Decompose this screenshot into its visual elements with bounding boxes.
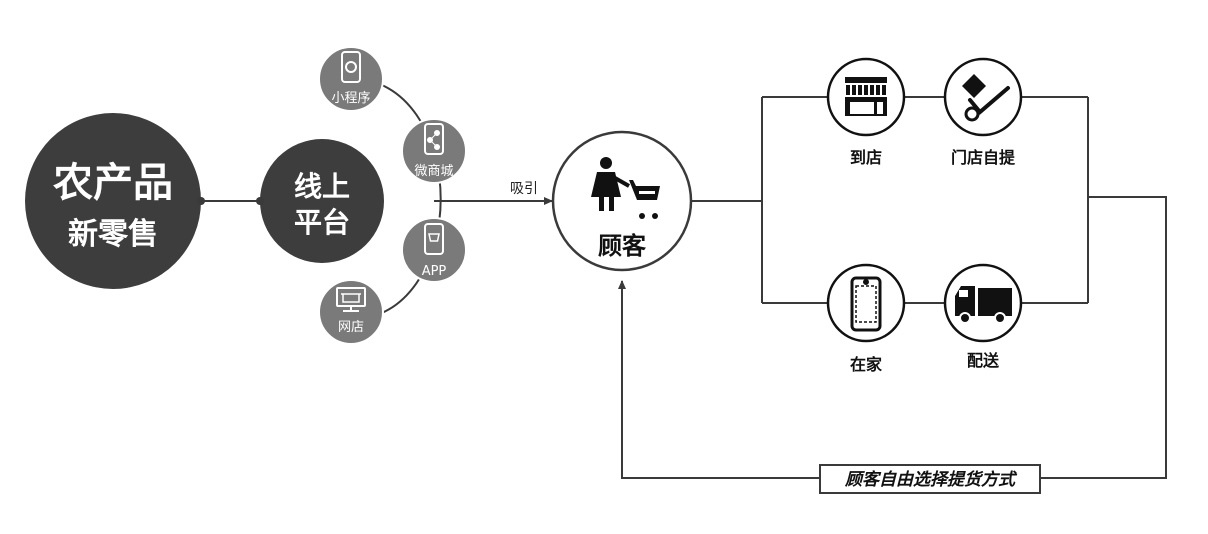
online-platform-line1: 线上 — [294, 170, 350, 203]
option-delivery: 配送 — [943, 263, 1023, 370]
option-label: 门店自提 — [951, 148, 1016, 167]
attract-label: 吸引 — [510, 181, 538, 197]
channel-wechat-mall: 微商城 — [401, 118, 467, 184]
option-store-pickup: 门店自提 — [943, 57, 1023, 167]
connector-lines — [198, 79, 1167, 479]
main-circle-line2: 新零售 — [68, 217, 158, 252]
phone-cart-icon — [424, 223, 444, 255]
feedback-label: 顾客自由选择提货方式 — [844, 470, 1018, 490]
option-label: 在家 — [850, 355, 883, 374]
channel-label: 微商城 — [414, 164, 453, 179]
connector-dot — [197, 197, 205, 205]
channel-app: APP — [401, 217, 467, 283]
channel-label: 小程序 — [331, 91, 370, 106]
main-circle-line1: 农产品 — [53, 160, 173, 206]
phone-share-icon — [424, 123, 444, 155]
smartphone-icon — [850, 276, 882, 332]
option-label: 配送 — [967, 351, 1000, 370]
main-circle: 农产品 新零售 — [25, 113, 201, 289]
feedback-label-box: 顾客自由选择提货方式 — [819, 464, 1041, 494]
monitor-store-icon — [336, 287, 366, 312]
option-at-home: 在家 — [826, 263, 906, 374]
channel-label: APP — [422, 264, 447, 279]
option-label: 到店 — [850, 148, 882, 167]
customer-circle: 顾客 — [551, 130, 693, 272]
channel-mini-program: 小程序 — [318, 46, 384, 112]
channel-online-store: 网店 — [318, 279, 384, 345]
option-to-store: 到店 — [826, 57, 906, 167]
connector-dot — [256, 197, 264, 205]
online-platform-line2: 平台 — [294, 206, 350, 239]
customer-label: 顾客 — [598, 232, 647, 260]
storefront-icon — [845, 77, 887, 116]
online-platform-circle: 线上 平台 — [260, 139, 384, 263]
hand-truck-icon — [962, 74, 1010, 122]
phone-icon — [341, 51, 361, 83]
channel-label: 网店 — [338, 320, 364, 335]
shopper-cart-icon — [591, 157, 660, 219]
delivery-truck-icon — [955, 286, 1012, 324]
